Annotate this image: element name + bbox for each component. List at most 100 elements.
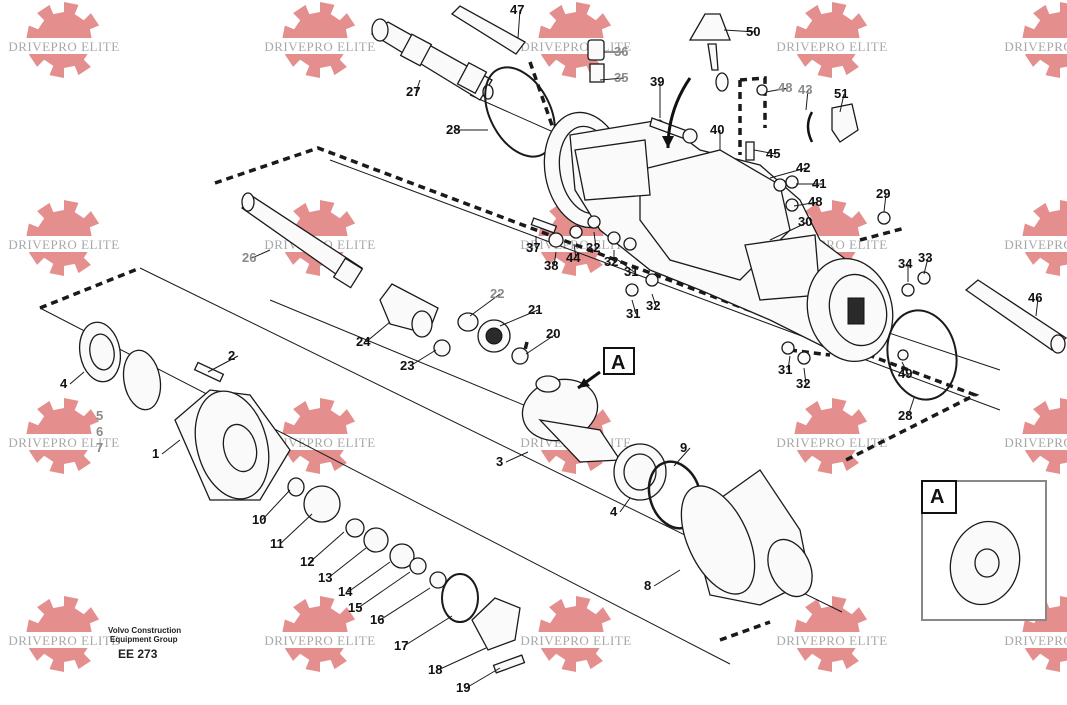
fitting-arrow — [806, 111, 814, 143]
callout-leader-50 — [723, 29, 757, 33]
callout-number-9: 9 — [680, 440, 687, 455]
callout-number-11: 11 — [270, 536, 284, 551]
callout-leader-19 — [465, 667, 501, 689]
callout-number-36: 36 — [614, 44, 628, 59]
watermark-tile: DRIVEPRO ELITE — [0, 2, 134, 78]
callout-number-47: 47 — [510, 2, 524, 17]
watermark-text: DRIVEPRO ELITE — [264, 633, 375, 648]
callout-leader-32c — [651, 293, 657, 307]
callout-leader-10 — [261, 489, 291, 521]
watermark-tile: DRIVEPRO ELITE — [0, 200, 134, 276]
callout-number-31a: 31 — [624, 264, 638, 279]
callout-number-1: 1 — [152, 446, 159, 461]
callout-leader-38 — [553, 251, 557, 267]
bearing-4-right — [613, 443, 667, 501]
callout-leader-32a — [593, 231, 597, 249]
callout-leader-31b — [631, 299, 637, 315]
callout-number-7: 7 — [96, 440, 103, 455]
watermark-tile: DRIVEPRO ELITE — [506, 2, 646, 78]
watermark-tile: DRIVEPRO ELITE — [0, 398, 134, 474]
callout-leader-48b — [793, 201, 819, 207]
callout-leader-47 — [517, 9, 521, 39]
callout-number-43: 43 — [798, 82, 812, 97]
callout-leader-28b — [907, 397, 915, 417]
watermark-text: DRIVEPRO ELITE — [776, 39, 887, 54]
callout-leader-48a — [765, 87, 789, 93]
callout-leader-49 — [901, 361, 909, 375]
callout-number-13: 13 — [318, 570, 332, 585]
callout-leader-4b — [619, 497, 631, 513]
callout-number-3: 3 — [496, 454, 503, 469]
watermark-tile: DRIVEPRO ELITE — [990, 200, 1067, 276]
callout-number-19: 19 — [456, 680, 470, 695]
callout-A-label: A — [611, 352, 625, 374]
callout-leader-14 — [347, 561, 391, 593]
watermark-text: DRIVEPRO ELITE — [1004, 633, 1067, 648]
callout-leader-11 — [279, 513, 313, 545]
callout-leader-42 — [769, 167, 807, 179]
callout-leader-16 — [379, 587, 431, 621]
dashed-boundaries — [39, 61, 980, 642]
callout-number-48b: 48 — [808, 194, 822, 209]
callout-leader-46 — [1035, 297, 1039, 317]
callout-number-37: 37 — [526, 240, 540, 255]
callout-number-32b: 32 — [604, 254, 618, 269]
watermark-text: DRIVEPRO ELITE — [8, 633, 119, 648]
plug-49 — [897, 349, 909, 361]
o-ring-28-right — [886, 309, 958, 401]
callout-number-26: 26 — [242, 250, 256, 265]
watermark-tile: DRIVEPRO ELITE — [990, 398, 1067, 474]
callout-leader-29 — [883, 193, 887, 213]
callout-number-40: 40 — [710, 122, 724, 137]
footer-line-1: Volvo Construction — [108, 626, 181, 635]
callout-leader-51 — [839, 93, 845, 113]
callout-leader-8 — [653, 569, 681, 587]
callout-number-51: 51 — [834, 86, 848, 101]
callout-number-30: 30 — [798, 214, 812, 229]
footer-code: EE 273 — [118, 647, 158, 661]
callout-leader-30 — [769, 221, 809, 241]
watermark-tile: DRIVEPRO ELITE — [0, 596, 134, 672]
callout-leader-13 — [327, 547, 367, 579]
o-ring-28-top — [484, 66, 556, 158]
watermark-tile: DRIVEPRO ELITE — [250, 2, 390, 78]
carrier-3 — [521, 375, 622, 463]
callout-leader-43 — [805, 89, 809, 111]
callout-number-45: 45 — [766, 146, 780, 161]
watermark-tile: DRIVEPRO ELITE — [250, 398, 390, 474]
callout-number-24: 24 — [356, 334, 371, 349]
watermark-tile: DRIVEPRO ELITE — [762, 2, 902, 78]
inset-label: A — [930, 486, 944, 508]
callout-leader-24 — [365, 321, 391, 343]
callout-number-16: 16 — [370, 612, 384, 627]
callout-number-35: 35 — [614, 70, 628, 85]
watermark-text: DRIVEPRO ELITE — [776, 633, 887, 648]
callout-leader-1 — [161, 439, 181, 455]
callout-leader-20 — [525, 333, 557, 355]
sensor-50 — [688, 13, 731, 92]
callout-leader-45 — [753, 149, 777, 155]
callout-number-28b: 28 — [898, 408, 912, 423]
watermark-tile: DRIVEPRO ELITE — [990, 596, 1067, 672]
callout-number-27: 27 — [406, 84, 420, 99]
watermark-text: DRIVEPRO ELITE — [264, 435, 375, 450]
watermark-text: DRIVEPRO ELITE — [1004, 237, 1067, 252]
gears — [379, 283, 529, 365]
watermark-tile: DRIVEPRO ELITE — [250, 596, 390, 672]
callout-leader-21 — [499, 309, 539, 327]
watermark-text: DRIVEPRO ELITE — [1004, 435, 1067, 450]
callout-number-31c: 31 — [778, 362, 792, 377]
footer-block: Volvo Construction Equipment Group EE 27… — [108, 626, 181, 661]
callout-number-2: 2 — [228, 348, 235, 363]
callout-number-44: 44 — [566, 250, 581, 265]
watermark-text: DRIVEPRO ELITE — [8, 435, 119, 450]
callout-number-22: 22 — [490, 286, 504, 301]
callout-leader-9 — [673, 447, 691, 467]
watermark-text: DRIVEPRO ELITE — [776, 435, 887, 450]
callout-leader-22 — [469, 293, 501, 317]
callout-number-31b: 31 — [626, 306, 640, 321]
callout-leader-15 — [357, 571, 411, 609]
fitting-51 — [831, 103, 859, 143]
callout-number-32a: 32 — [586, 240, 600, 255]
